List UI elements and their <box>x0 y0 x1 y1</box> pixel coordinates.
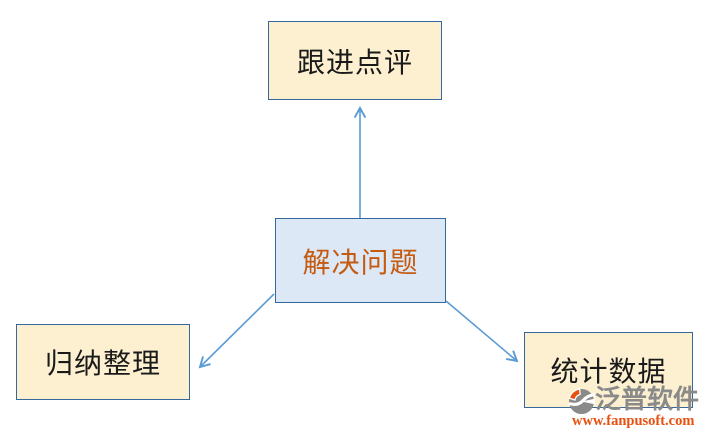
node-label: 归纳整理 <box>44 349 161 380</box>
node-label: 统计数据 <box>550 357 667 388</box>
diagram-node-follow-up-review: 跟进点评 <box>268 21 442 100</box>
arrow-center-to-left <box>198 293 275 369</box>
diagram-node-statistics: 统计数据 <box>524 332 693 408</box>
watermark-url-text: www.fanpusoft.com <box>572 413 695 429</box>
node-label: 解决问题 <box>302 247 419 279</box>
arrow-center-to-right <box>445 300 519 363</box>
diagram-node-solve-problem: 解决问题 <box>275 218 446 303</box>
diagram-node-organize-summarize: 归纳整理 <box>16 324 190 400</box>
node-label: 跟进点评 <box>296 47 413 79</box>
